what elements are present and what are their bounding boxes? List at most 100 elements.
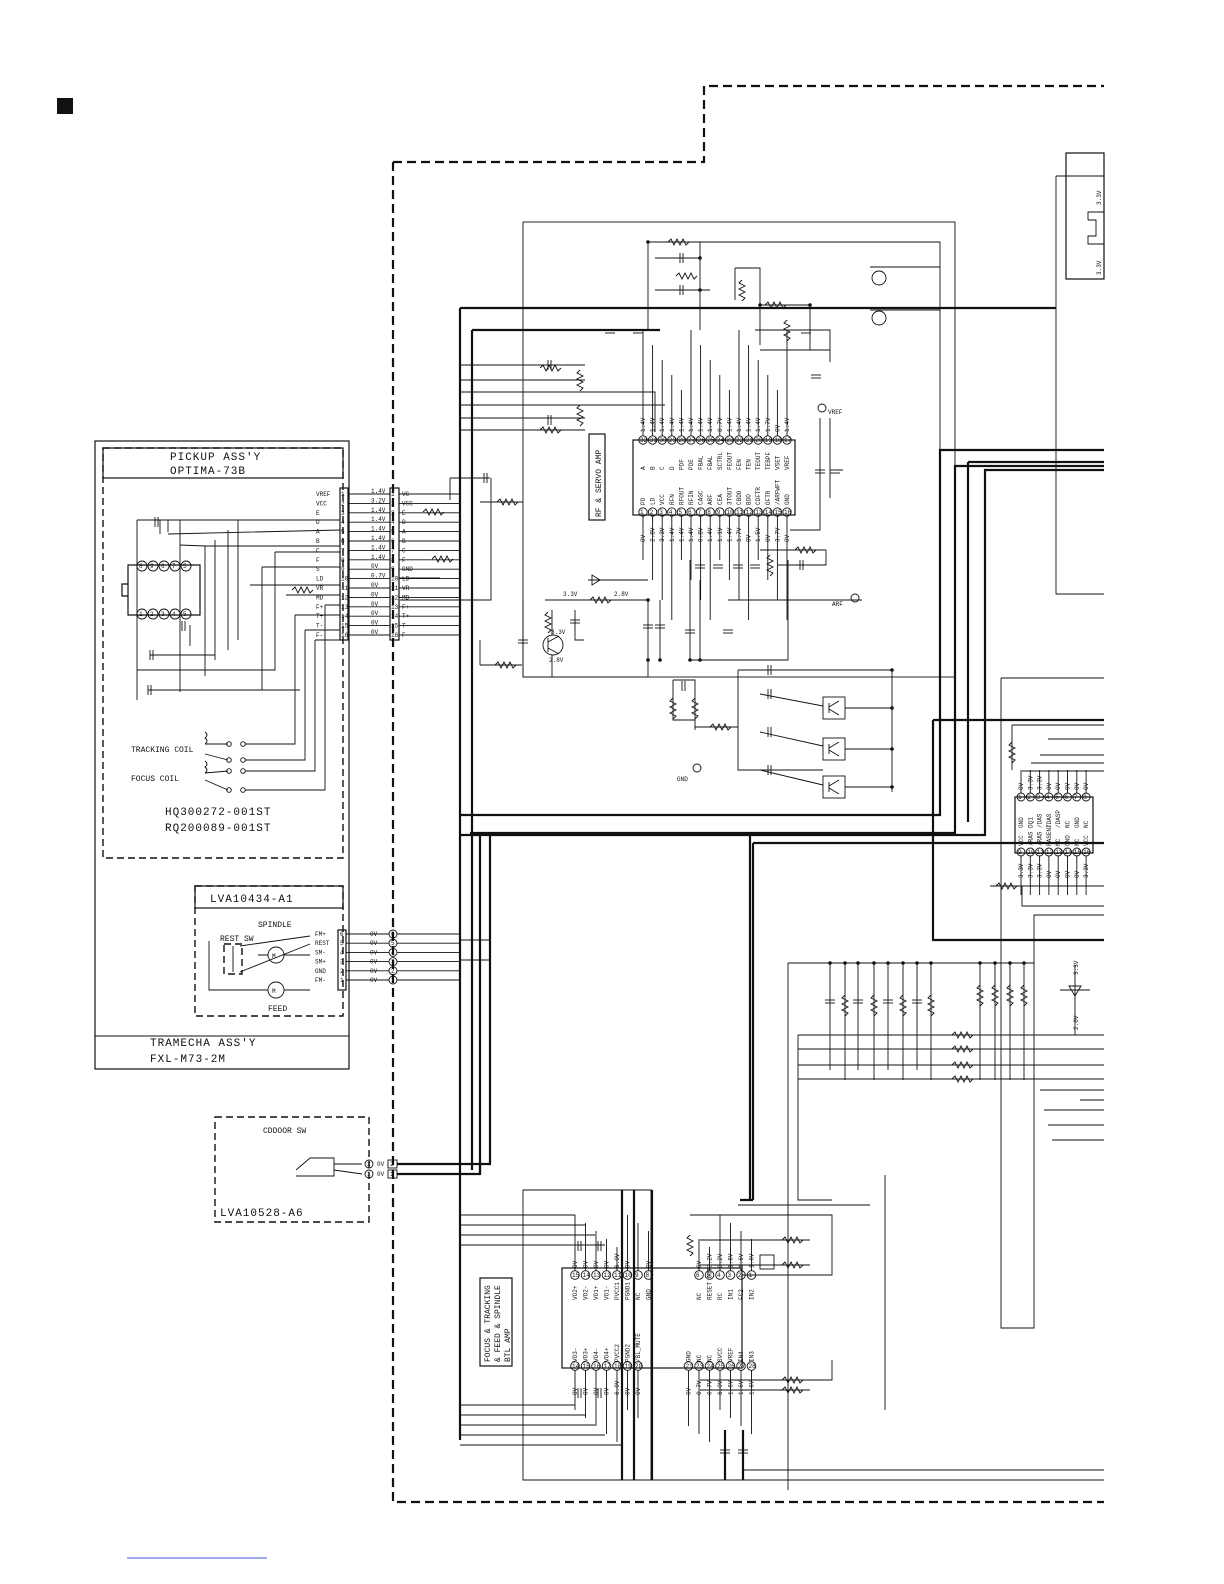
svg-text:16: 16: [593, 1363, 601, 1370]
ram-pin-voltage: 0V: [1083, 782, 1090, 790]
rf-pin-name: FBAL: [698, 455, 705, 470]
svg-text:10: 10: [1027, 849, 1035, 856]
rf-pin-voltage: 1.4V: [650, 417, 657, 432]
btl-pin-name: VO3+: [583, 1347, 590, 1362]
svg-text:24: 24: [717, 437, 725, 444]
pickup-pin-label: VREF: [316, 491, 331, 498]
svg-text:5: 5: [391, 940, 395, 947]
btl-pin-voltage: 1.6V: [738, 1253, 745, 1268]
btl-pin-name: IN3: [749, 1351, 756, 1362]
ram-pin-name: NC: [1083, 820, 1090, 828]
rf-pin-voltage: 0V: [774, 424, 781, 432]
rf-pin-voltage: 1.4V: [688, 417, 695, 432]
pickup-pin-number: 5: [341, 529, 345, 536]
pd-pin: [158, 608, 170, 620]
focus-coil-label: FOCUS COIL: [131, 775, 179, 784]
svg-text:15: 15: [774, 509, 782, 516]
door-pin-voltage: 0V: [377, 1171, 385, 1178]
btl-pin-name: NC: [696, 1292, 703, 1300]
ram-pin-name: GND: [1065, 835, 1072, 846]
rf-pin-name: CBDO: [736, 490, 743, 505]
svg-text:4: 4: [172, 611, 176, 618]
rf-pin-name: /ARFWFT: [774, 479, 781, 505]
conn-pin-label: MD: [402, 594, 410, 601]
conn-pin-label: VR: [402, 585, 410, 592]
svg-text:12: 12: [1046, 849, 1054, 856]
svg-text:3: 3: [659, 509, 663, 516]
lva-pin-number: 3: [340, 959, 344, 966]
rf-pin-voltage: 1.4V: [640, 417, 647, 432]
rf-pin-name: LD: [650, 497, 657, 505]
pd-pin: [180, 560, 192, 572]
conn-pin-number: 6: [391, 538, 395, 545]
door-pin-voltage: 0V: [377, 1161, 385, 1168]
pickup-pin-number: 12: [341, 594, 349, 601]
rf-pin-voltage: 1.4V: [707, 417, 714, 432]
rf-pin-name: TEN: [746, 459, 753, 470]
svg-text:8: 8: [139, 563, 143, 570]
board-outline: [391, 84, 1104, 1504]
pickup-pin-label: LD: [316, 576, 324, 583]
photo-transistor: [822, 775, 846, 799]
ram-pin-name: GND: [1018, 817, 1025, 828]
svg-text:15: 15: [572, 1272, 580, 1279]
pickup-pin-label: T+: [316, 613, 324, 620]
btl-pin-name: GND: [686, 1351, 693, 1362]
rf-pin-name: PDF: [678, 459, 685, 470]
pickup-pin-number: 6: [341, 538, 345, 545]
lva-pin-voltage: 0V: [370, 949, 378, 956]
btl-pin-name: VO3-: [572, 1348, 579, 1362]
pickup-pin-label: F: [316, 557, 320, 564]
pickup-pin-voltage: 0V: [371, 610, 379, 617]
conn-pin-number: 1: [391, 491, 395, 498]
tramecha-title: TRAMECHA ASS'Y: [150, 1038, 256, 1050]
btl-pin-name: VO2+: [572, 1285, 579, 1300]
ram-pin-name: /RAS: [1037, 831, 1044, 846]
svg-text:2: 2: [738, 1272, 742, 1279]
photo-sensor: [871, 270, 887, 286]
feed-label: FEED: [268, 1005, 287, 1014]
conn-pin-label: T-: [402, 623, 409, 630]
svg-text:M: M: [272, 988, 276, 995]
rf-pin-voltage: 1.1V: [717, 527, 724, 542]
svg-text:23: 23: [726, 437, 734, 444]
conn-pin-label: A: [402, 529, 406, 536]
pickup-pin-number: 9: [341, 566, 345, 573]
svg-text:1: 1: [391, 977, 395, 984]
btl-pin-voltage: 0V: [583, 1260, 590, 1268]
svg-text:5: 5: [1055, 794, 1059, 801]
svg-text:7: 7: [698, 509, 702, 516]
ram-pin-voltage: 3.3V: [1027, 775, 1034, 790]
svg-text:3.3V: 3.3V: [551, 629, 566, 636]
btl-pin-voltage: 6.0V: [614, 1380, 621, 1395]
btl-pin-voltage: 1.6V: [749, 1253, 756, 1268]
svg-text:2: 2: [650, 509, 654, 516]
pickup-pin-voltage: 1.4V: [371, 507, 386, 514]
svg-text:3.3V: 3.3V: [1096, 260, 1103, 275]
svg-text:3.3V: 3.3V: [1096, 190, 1103, 205]
pickup-pin-label: MD: [316, 594, 324, 601]
pd-pin: [158, 560, 170, 572]
pickup-pin-voltage: 0V: [371, 582, 379, 589]
pickup-pin-label: F-: [316, 632, 323, 639]
btl-pin-voltage: 0V: [686, 1387, 693, 1395]
conn-pin-label: F+: [402, 604, 410, 611]
pickup-pin-number: 11: [341, 585, 349, 592]
svg-text:6: 6: [161, 563, 165, 570]
svg-text:4: 4: [717, 1272, 721, 1279]
ram-pin-name: /DAS: [1046, 813, 1053, 828]
svg-text:11: 11: [614, 1272, 622, 1279]
pd-pin: [147, 608, 159, 620]
rf-pin-name: VREF: [784, 455, 791, 470]
rf-pin-voltage: 0V: [765, 534, 772, 542]
pickup-pin-number: 1: [341, 491, 345, 498]
btl-pin-name: RC: [717, 1292, 724, 1300]
svg-text:3: 3: [1037, 794, 1041, 801]
rf-pin-name: C: [659, 466, 666, 470]
svg-text:6: 6: [696, 1272, 700, 1279]
conn-pin-label: C: [402, 547, 406, 554]
arf-testpoint: [850, 593, 860, 603]
svg-text:14: 14: [572, 1363, 580, 1370]
svg-text:14: 14: [1065, 849, 1073, 856]
